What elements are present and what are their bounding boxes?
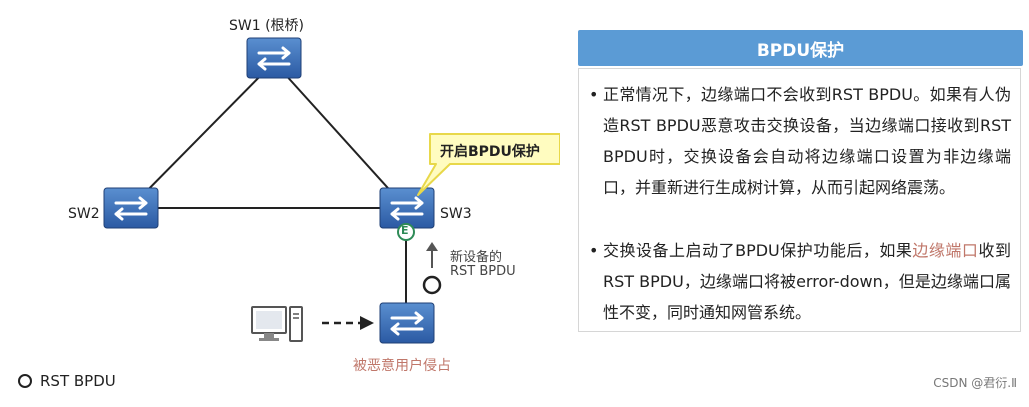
panel-title: BPDU保护 bbox=[578, 30, 1023, 66]
paragraph-1: 正常情况下，边缘端口不会收到RST BPDU。如果有人伪造RST BPDU恶意攻… bbox=[603, 85, 1011, 197]
bpdu-ring-icon bbox=[422, 275, 442, 295]
paragraph-2: 交换设备上启动了BPDU保护功能后，如果边缘端口收到RST BPDU，边缘端口将… bbox=[603, 235, 1011, 328]
sw1-label: SW1 (根桥) bbox=[229, 18, 305, 34]
switch-icon bbox=[379, 302, 435, 344]
highlight-edge-port: 边缘端口 bbox=[912, 241, 979, 260]
info-panel: BPDU保护 • 正常情况下，边缘端口不会收到RST BPDU。如果有人伪造RS… bbox=[578, 30, 1023, 333]
bullet-icon: • bbox=[589, 85, 599, 104]
dashed-arrow-icon bbox=[322, 316, 374, 330]
switch-icon bbox=[379, 187, 435, 229]
attacker-label: 被恶意用户侵占 bbox=[353, 358, 451, 374]
switch-icon bbox=[246, 37, 302, 79]
bullet-icon: • bbox=[589, 241, 599, 260]
legend: RST BPDU bbox=[18, 372, 116, 390]
link-sw1-sw3 bbox=[273, 61, 407, 209]
topology-svg bbox=[103, 37, 561, 344]
sw2-label: SW2 bbox=[68, 206, 100, 222]
paragraph-2-end: 收到RST BPDU，边缘端口将被error-down，但是边缘端口属性不变，同… bbox=[603, 241, 1011, 322]
network-diagram: SW1 (根桥) SW2 SW3 开启BPDU保护 E 新设备的 RST BPD… bbox=[68, 18, 561, 374]
bpdu-ring-icon bbox=[18, 374, 32, 388]
legend-label: RST BPDU bbox=[40, 372, 116, 390]
edge-port-marker bbox=[397, 223, 415, 241]
watermark: CSDN @君衍.Ⅱ bbox=[933, 376, 1017, 390]
callout-text: 开启BPDU保护 bbox=[440, 144, 540, 160]
new-bpdu-label-line2: RST BPDU bbox=[450, 264, 516, 279]
sw3-label: SW3 bbox=[440, 206, 472, 222]
arrow-up-icon bbox=[426, 242, 438, 268]
link-sw1-sw2 bbox=[129, 61, 275, 209]
new-bpdu-label-line1: 新设备的 bbox=[450, 250, 503, 265]
paragraph-2-start: 交换设备上启动了BPDU保护功能后，如果 bbox=[603, 241, 913, 260]
switch-icon bbox=[103, 187, 159, 229]
computer-icon bbox=[251, 306, 303, 342]
edge-port-letter: E bbox=[401, 224, 409, 237]
panel-body: • 正常情况下，边缘端口不会收到RST BPDU。如果有人伪造RST BPDU恶… bbox=[578, 68, 1021, 332]
